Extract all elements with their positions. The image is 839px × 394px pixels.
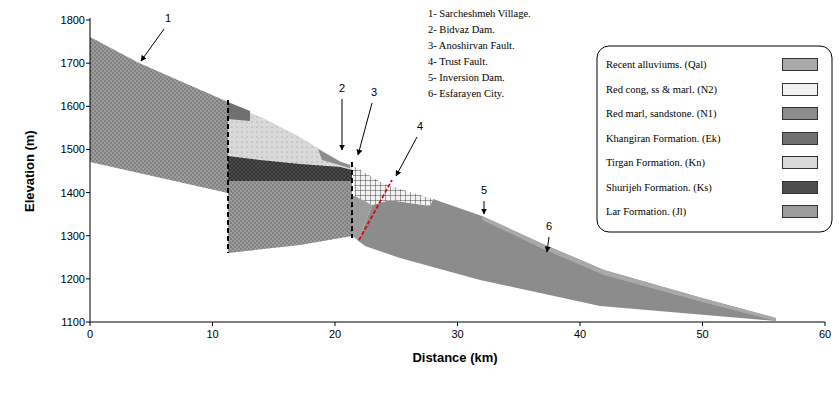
tick-mark bbox=[86, 106, 90, 107]
lar-texture bbox=[228, 181, 352, 253]
tick-mark bbox=[86, 322, 90, 323]
tick-label: 1300 bbox=[61, 230, 85, 242]
tick-mark bbox=[212, 322, 213, 326]
tick-mark bbox=[86, 149, 90, 150]
callout-list-item: 1- Sarcheshmeh Village. bbox=[428, 8, 531, 20]
tick-label: 1800 bbox=[61, 14, 85, 26]
lar-formation bbox=[228, 181, 352, 253]
callout-arrow bbox=[484, 201, 485, 214]
tick-mark bbox=[702, 322, 703, 326]
callout-arrow bbox=[342, 99, 343, 150]
tick-mark bbox=[457, 322, 458, 326]
shurijeh-texture bbox=[228, 156, 352, 181]
legend-swatch bbox=[782, 58, 818, 71]
tick-label: 50 bbox=[696, 328, 708, 340]
tick-mark bbox=[86, 20, 90, 21]
tick-label: 1200 bbox=[61, 273, 85, 285]
callout-list-item: 5- Inversion Dam. bbox=[428, 72, 505, 84]
legend-label: Red cong, ss & marl. (N2) bbox=[606, 84, 717, 96]
red-marl-patch bbox=[318, 149, 350, 168]
red-conglomerate-texture bbox=[352, 165, 433, 206]
khangiran-formation bbox=[228, 102, 250, 121]
tick-mark bbox=[86, 192, 90, 193]
tick-mark bbox=[335, 322, 336, 326]
tick-mark bbox=[825, 322, 826, 326]
tick-mark bbox=[86, 278, 90, 279]
callout-arrow bbox=[141, 29, 164, 61]
tick-label: 1700 bbox=[61, 57, 85, 69]
axis-title: Distance (km) bbox=[412, 351, 497, 365]
tick-label: 10 bbox=[206, 328, 218, 340]
callout-number: 1 bbox=[164, 12, 172, 24]
callout-list-item: 2- Bidvaz Dam. bbox=[428, 24, 495, 36]
callout-number: 2 bbox=[338, 82, 346, 94]
tick-label: 1500 bbox=[61, 143, 85, 155]
callout-arrow bbox=[396, 137, 417, 176]
legend-swatch bbox=[782, 107, 818, 120]
legend-swatch bbox=[782, 83, 818, 96]
callout-arrow bbox=[547, 237, 549, 252]
tick-label: 1600 bbox=[61, 100, 85, 112]
tick-mark bbox=[580, 322, 581, 326]
legend-label: Tirgan Formation. (Kn) bbox=[606, 157, 705, 169]
tick-label: 30 bbox=[451, 328, 463, 340]
legend-frame bbox=[597, 46, 832, 232]
tick-label: 1400 bbox=[61, 187, 85, 199]
legend-swatch bbox=[782, 181, 818, 194]
legend-swatch bbox=[782, 132, 818, 145]
red-conglomerate bbox=[352, 165, 433, 206]
tick-label: 40 bbox=[574, 328, 586, 340]
fault-dashed bbox=[351, 162, 353, 238]
callout-number: 6 bbox=[545, 220, 553, 232]
tick-label: 60 bbox=[819, 328, 831, 340]
shurijeh-formation bbox=[228, 156, 352, 181]
callout-list-item: 6- Esfarayen City. bbox=[428, 88, 504, 100]
legend-swatch bbox=[782, 156, 818, 169]
callout-number: 3 bbox=[370, 86, 378, 98]
callout-arrow bbox=[358, 103, 372, 155]
tick-mark bbox=[86, 63, 90, 64]
axis-title: Elevation (m) bbox=[23, 130, 37, 212]
callout-number: 5 bbox=[480, 184, 488, 196]
legend-swatch bbox=[782, 205, 818, 218]
tick-label: 20 bbox=[329, 328, 341, 340]
tick-mark bbox=[86, 235, 90, 236]
legend-label: Khangiran Formation. (Ek) bbox=[606, 133, 721, 145]
callout-number: 4 bbox=[416, 120, 424, 132]
legend-label: Red marl, sandstone. (N1) bbox=[606, 108, 717, 120]
thrust-fault bbox=[359, 180, 392, 240]
legend-label: Shurijeh Formation. (Ks) bbox=[606, 182, 712, 194]
legend-label: Recent alluviums. (Qal) bbox=[606, 59, 707, 71]
legend-label: Lar Formation. (Jl) bbox=[606, 206, 686, 218]
callout-list-item: 4- Trust Fault. bbox=[428, 56, 488, 68]
lar-formation bbox=[90, 37, 228, 193]
tick-label: 1100 bbox=[61, 316, 85, 328]
fault-dashed bbox=[227, 100, 229, 253]
callout-list-item: 3- Anoshirvan Fault. bbox=[428, 40, 515, 52]
tick-mark bbox=[90, 322, 91, 326]
lar-texture bbox=[90, 37, 228, 193]
tick-label: 0 bbox=[87, 328, 93, 340]
